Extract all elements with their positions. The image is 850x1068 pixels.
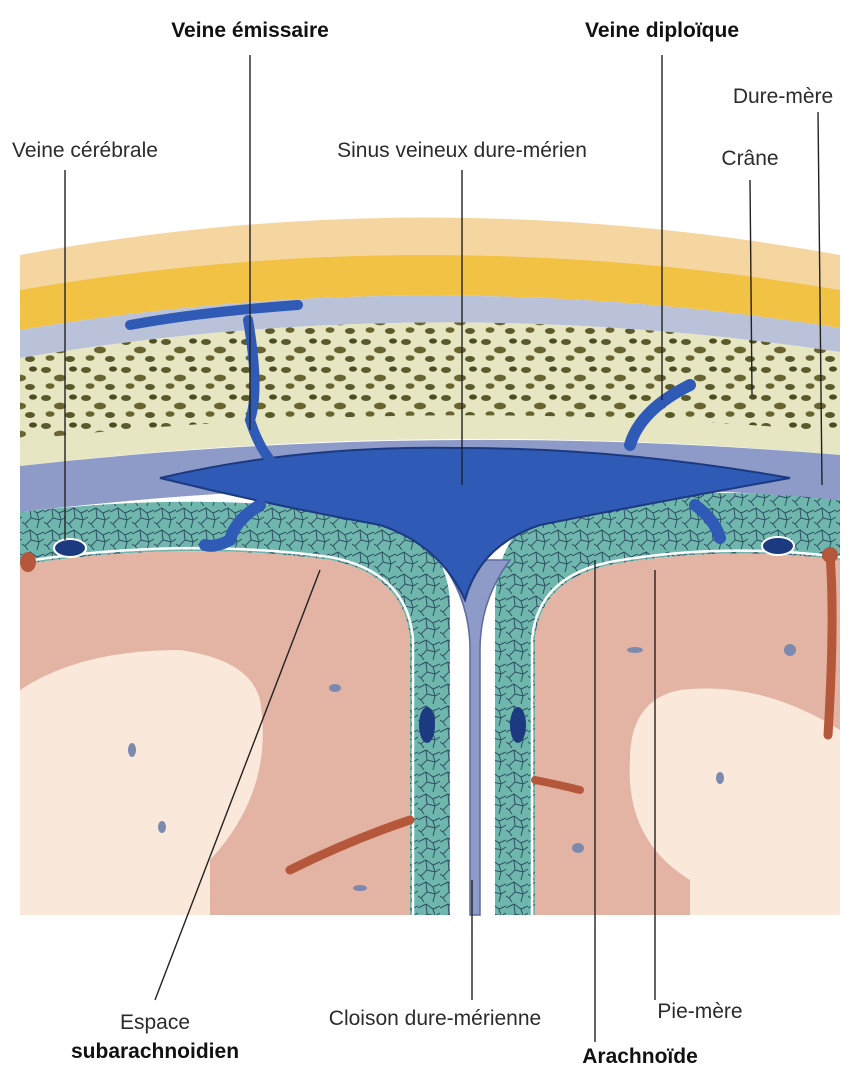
vessel-dot xyxy=(158,821,166,833)
label-crane: Crâne xyxy=(721,148,778,169)
vessel-dot xyxy=(353,885,367,891)
sulcal-vein-right xyxy=(510,707,526,743)
label-pie-mere: Pie-mère xyxy=(657,1001,742,1022)
vessel-dot xyxy=(784,644,796,656)
label-espace-line2: subarachnoidien xyxy=(71,1041,239,1062)
vessel-dot xyxy=(329,684,341,692)
artery-right-vertical xyxy=(828,555,832,735)
artery-left-edge xyxy=(20,552,36,572)
vessel-dot xyxy=(716,772,724,784)
label-dure-mere: Dure-mère xyxy=(733,86,833,107)
vessel-dot xyxy=(128,743,136,757)
sulcal-vein-left xyxy=(419,707,435,743)
artery-right-top xyxy=(822,547,838,563)
label-veine-emissaire: Veine émissaire xyxy=(171,20,329,41)
cerebral-vein-left xyxy=(54,539,86,557)
label-cloison: Cloison dure-mérienne xyxy=(329,1008,541,1029)
label-arachnoide: Arachnoïde xyxy=(582,1046,698,1067)
cerebral-vein-right xyxy=(762,537,794,555)
label-sinus: Sinus veineux dure-mérien xyxy=(337,140,587,161)
label-espace-line1: Espace xyxy=(120,1012,190,1033)
vessel-dot xyxy=(572,843,584,853)
label-veine-diploique: Veine diploïque xyxy=(585,20,739,41)
label-veine-cerebrale: Veine cérébrale xyxy=(12,140,158,161)
vessel-dot xyxy=(627,647,643,653)
